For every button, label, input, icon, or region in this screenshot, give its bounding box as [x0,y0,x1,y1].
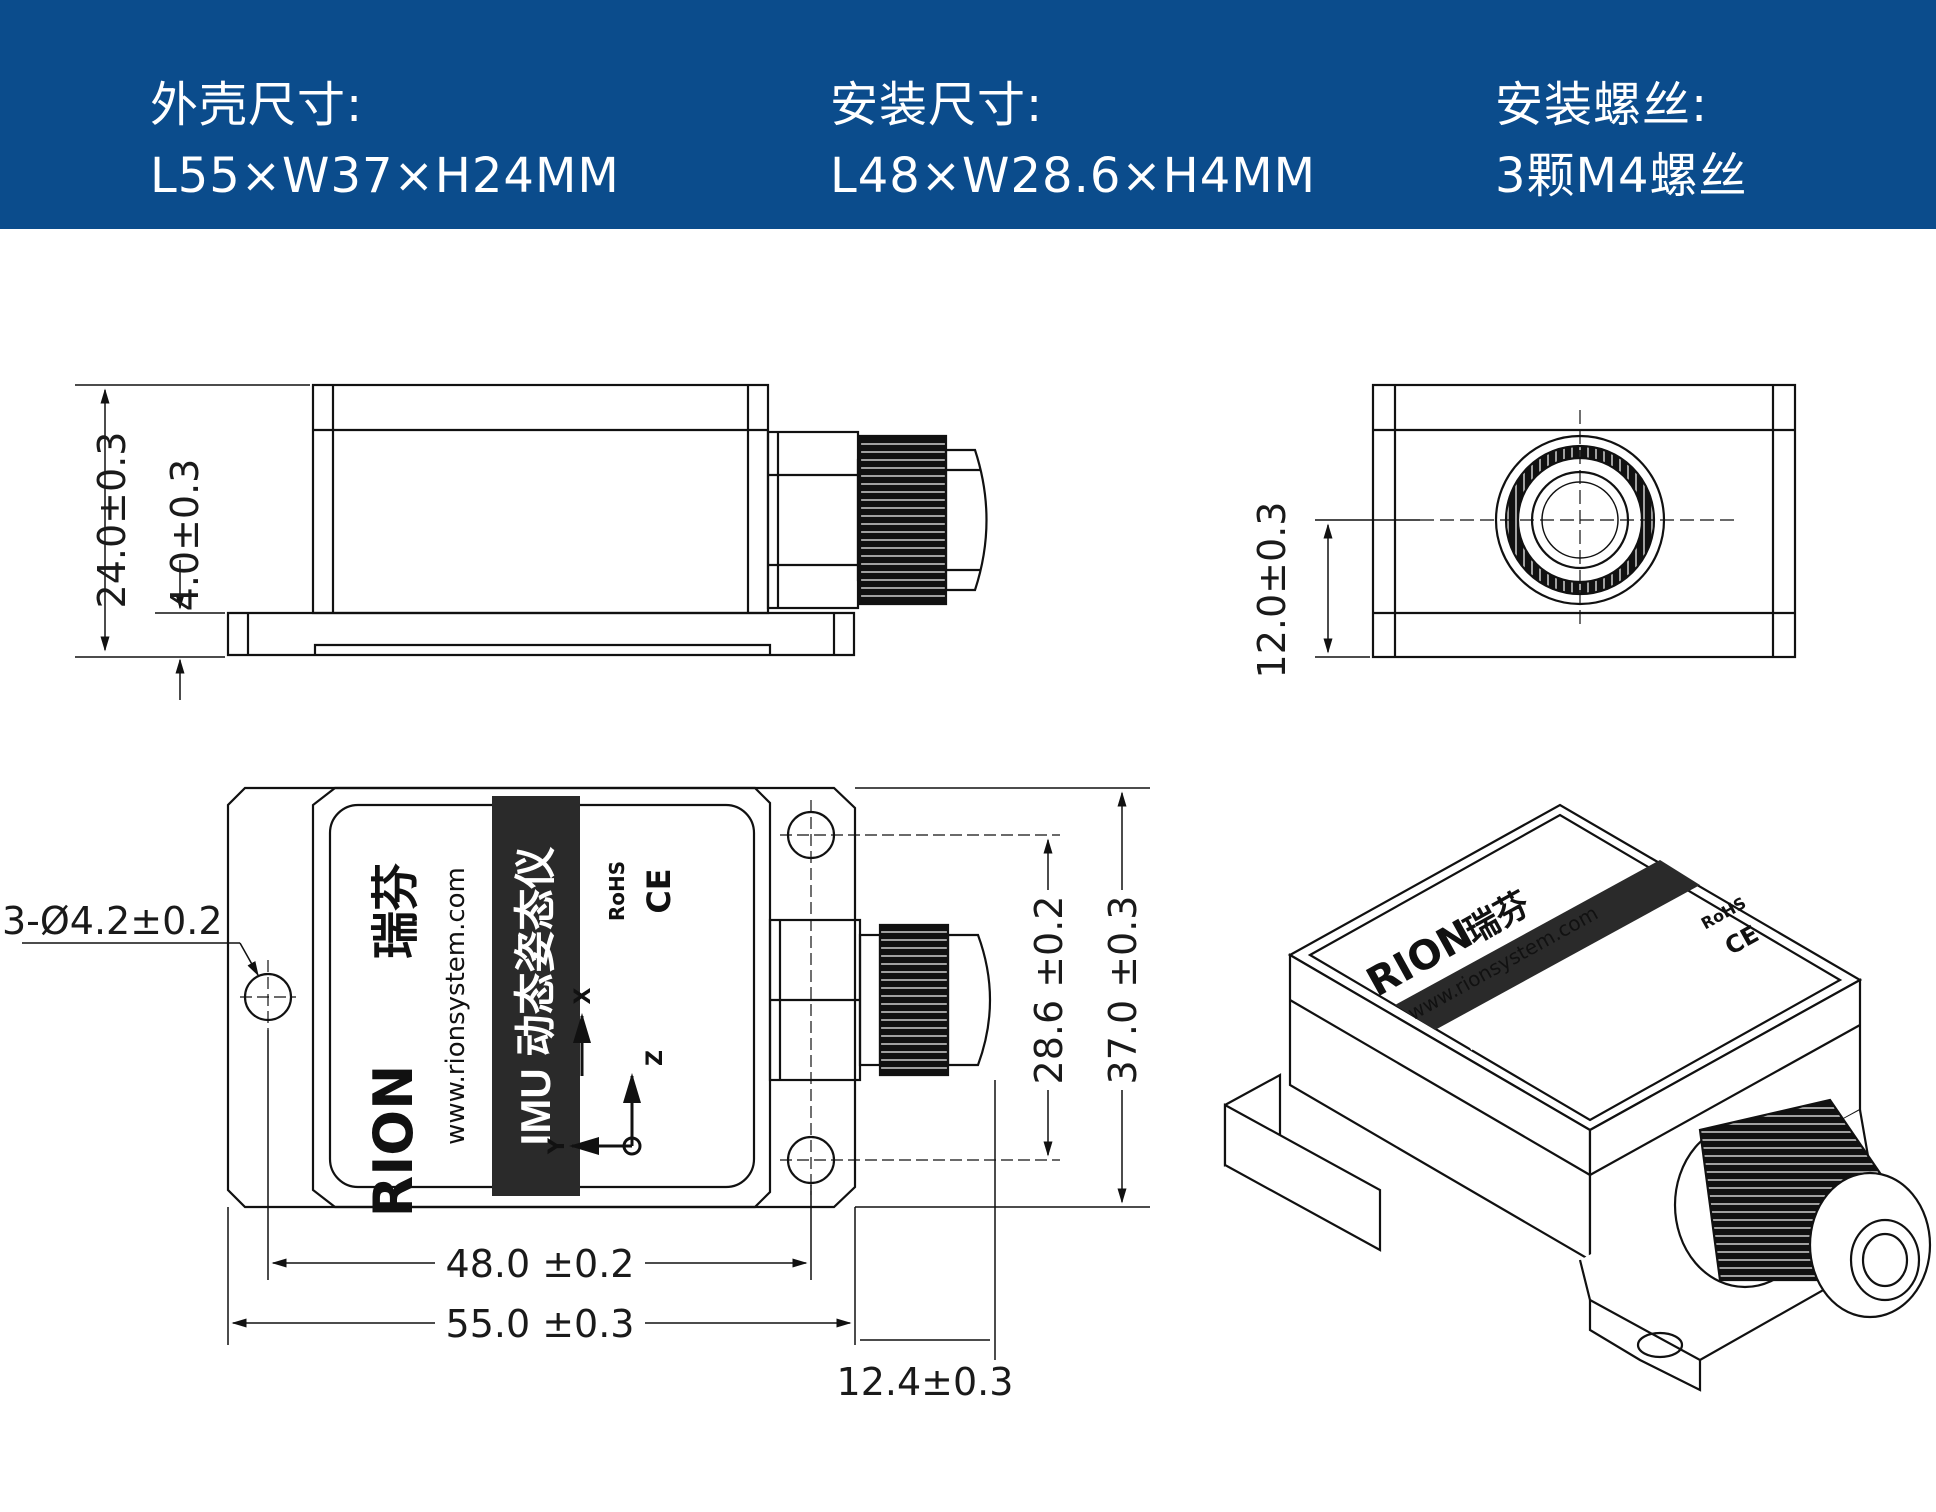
mount-size-spec: 安装尺寸: L48×W28.6×H4MM [830,70,1316,212]
side-gland-nut [766,430,860,610]
mount-size-label: 安装尺寸: [830,77,1044,133]
axis-x-label: X [571,987,596,1004]
axis-z-label: Z [643,1050,668,1066]
mount-size-value: L48×W28.6×H4MM [830,148,1317,204]
hole-dim: 3-Ø4.2±0.2 [2,899,223,943]
side-body [311,383,770,615]
screw-value: 3颗M4螺丝 [1495,148,1748,204]
total-width-dim: 37.0 ±0.3 [1101,896,1145,1085]
brand-logo: RION [362,1065,425,1218]
side-gland-cap [944,448,988,592]
housing-size-value: L55×W37×H24MM [150,148,620,204]
housing-size-label: 外壳尺寸: [150,77,364,133]
ce-mark: CE [640,868,678,913]
rohs-mark: RoHS [605,861,629,921]
side-height-dim: 24.0±0.3 [90,432,134,609]
product-name: IMU 动态姿态仪 [512,847,559,1146]
side-flange-dim: 4.0±0.3 [163,459,207,612]
top-gland-cap [946,933,992,1067]
housing-size-spec: 外壳尺寸: L55×W37×H24MM [150,70,620,212]
side-gland-knurl [858,434,948,606]
isometric-view [1223,803,1932,1392]
top-flange-outline [226,786,857,1209]
front-body [1371,383,1797,659]
gland-dim: 12.4±0.3 [837,1360,1014,1404]
top-label-content: RION 瑞芬 www.rionsystem.com IMU 动态姿态仪 RoH… [362,796,678,1217]
total-length-dim: 55.0 ±0.3 [446,1302,635,1346]
spec-banner: 外壳尺寸: L55×W37×H24MM 安装尺寸: L48×W28.6×H4MM… [0,0,1936,229]
screw-spec: 安装螺丝: 3颗M4螺丝 [1495,70,1748,212]
front-center-dim: 12.0±0.3 [1250,502,1294,679]
side-view [75,383,988,700]
mount-length-dim: 48.0 ±0.2 [446,1242,635,1286]
website-text: www.rionsystem.com [441,867,471,1145]
axis-y-label: Y [545,1137,570,1155]
brand-cn: 瑞芬 [368,863,424,959]
screw-label: 安装螺丝: [1495,77,1709,133]
mount-width-dim: 28.6 ±0.2 [1027,896,1071,1085]
side-flange [226,611,856,657]
front-view [1315,383,1797,659]
